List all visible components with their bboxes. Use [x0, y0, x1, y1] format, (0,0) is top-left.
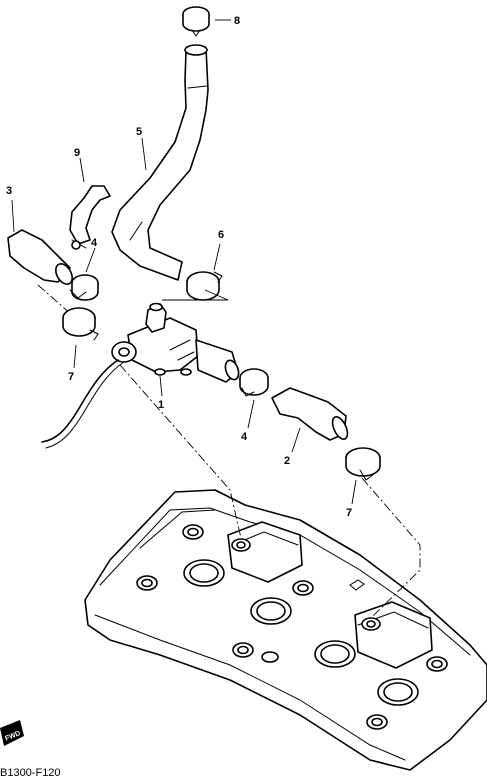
callout-7-left: 7 — [68, 371, 74, 383]
clamp-4-upper — [69, 274, 99, 301]
drawing-code: B1300-F120 — [0, 767, 61, 779]
assembly-guide-lines — [37, 284, 421, 617]
clamp-7-right — [345, 447, 381, 481]
clamp-6 — [186, 271, 223, 301]
callout-6: 6 — [218, 229, 224, 241]
callout-1: 1 — [158, 399, 164, 411]
callout-2: 2 — [284, 455, 290, 467]
callout-5: 5 — [136, 126, 142, 138]
hose-5 — [111, 44, 209, 281]
leader-lines — [11, 19, 357, 505]
air-cut-valve-1 — [111, 302, 240, 383]
callout-8: 8 — [234, 15, 240, 27]
callout-labels: 8 5 9 3 4 6 7 1 4 2 7 — [6, 15, 352, 519]
wire-harness — [41, 359, 125, 449]
callout-4-upper: 4 — [91, 237, 98, 249]
callout-3: 3 — [6, 185, 12, 197]
fwd-arrow: FWD — [0, 720, 24, 746]
bracket-9 — [69, 185, 111, 250]
callout-9: 9 — [74, 147, 80, 159]
hose-3 — [7, 229, 73, 285]
clamp-8 — [182, 6, 210, 37]
callout-4-lower: 4 — [241, 431, 248, 443]
hose-2 — [271, 387, 349, 441]
callout-7-right: 7 — [346, 507, 352, 519]
cylinder-head-cover — [84, 489, 487, 771]
clamp-7-left — [62, 307, 99, 341]
clamp-4-lower — [239, 368, 269, 397]
